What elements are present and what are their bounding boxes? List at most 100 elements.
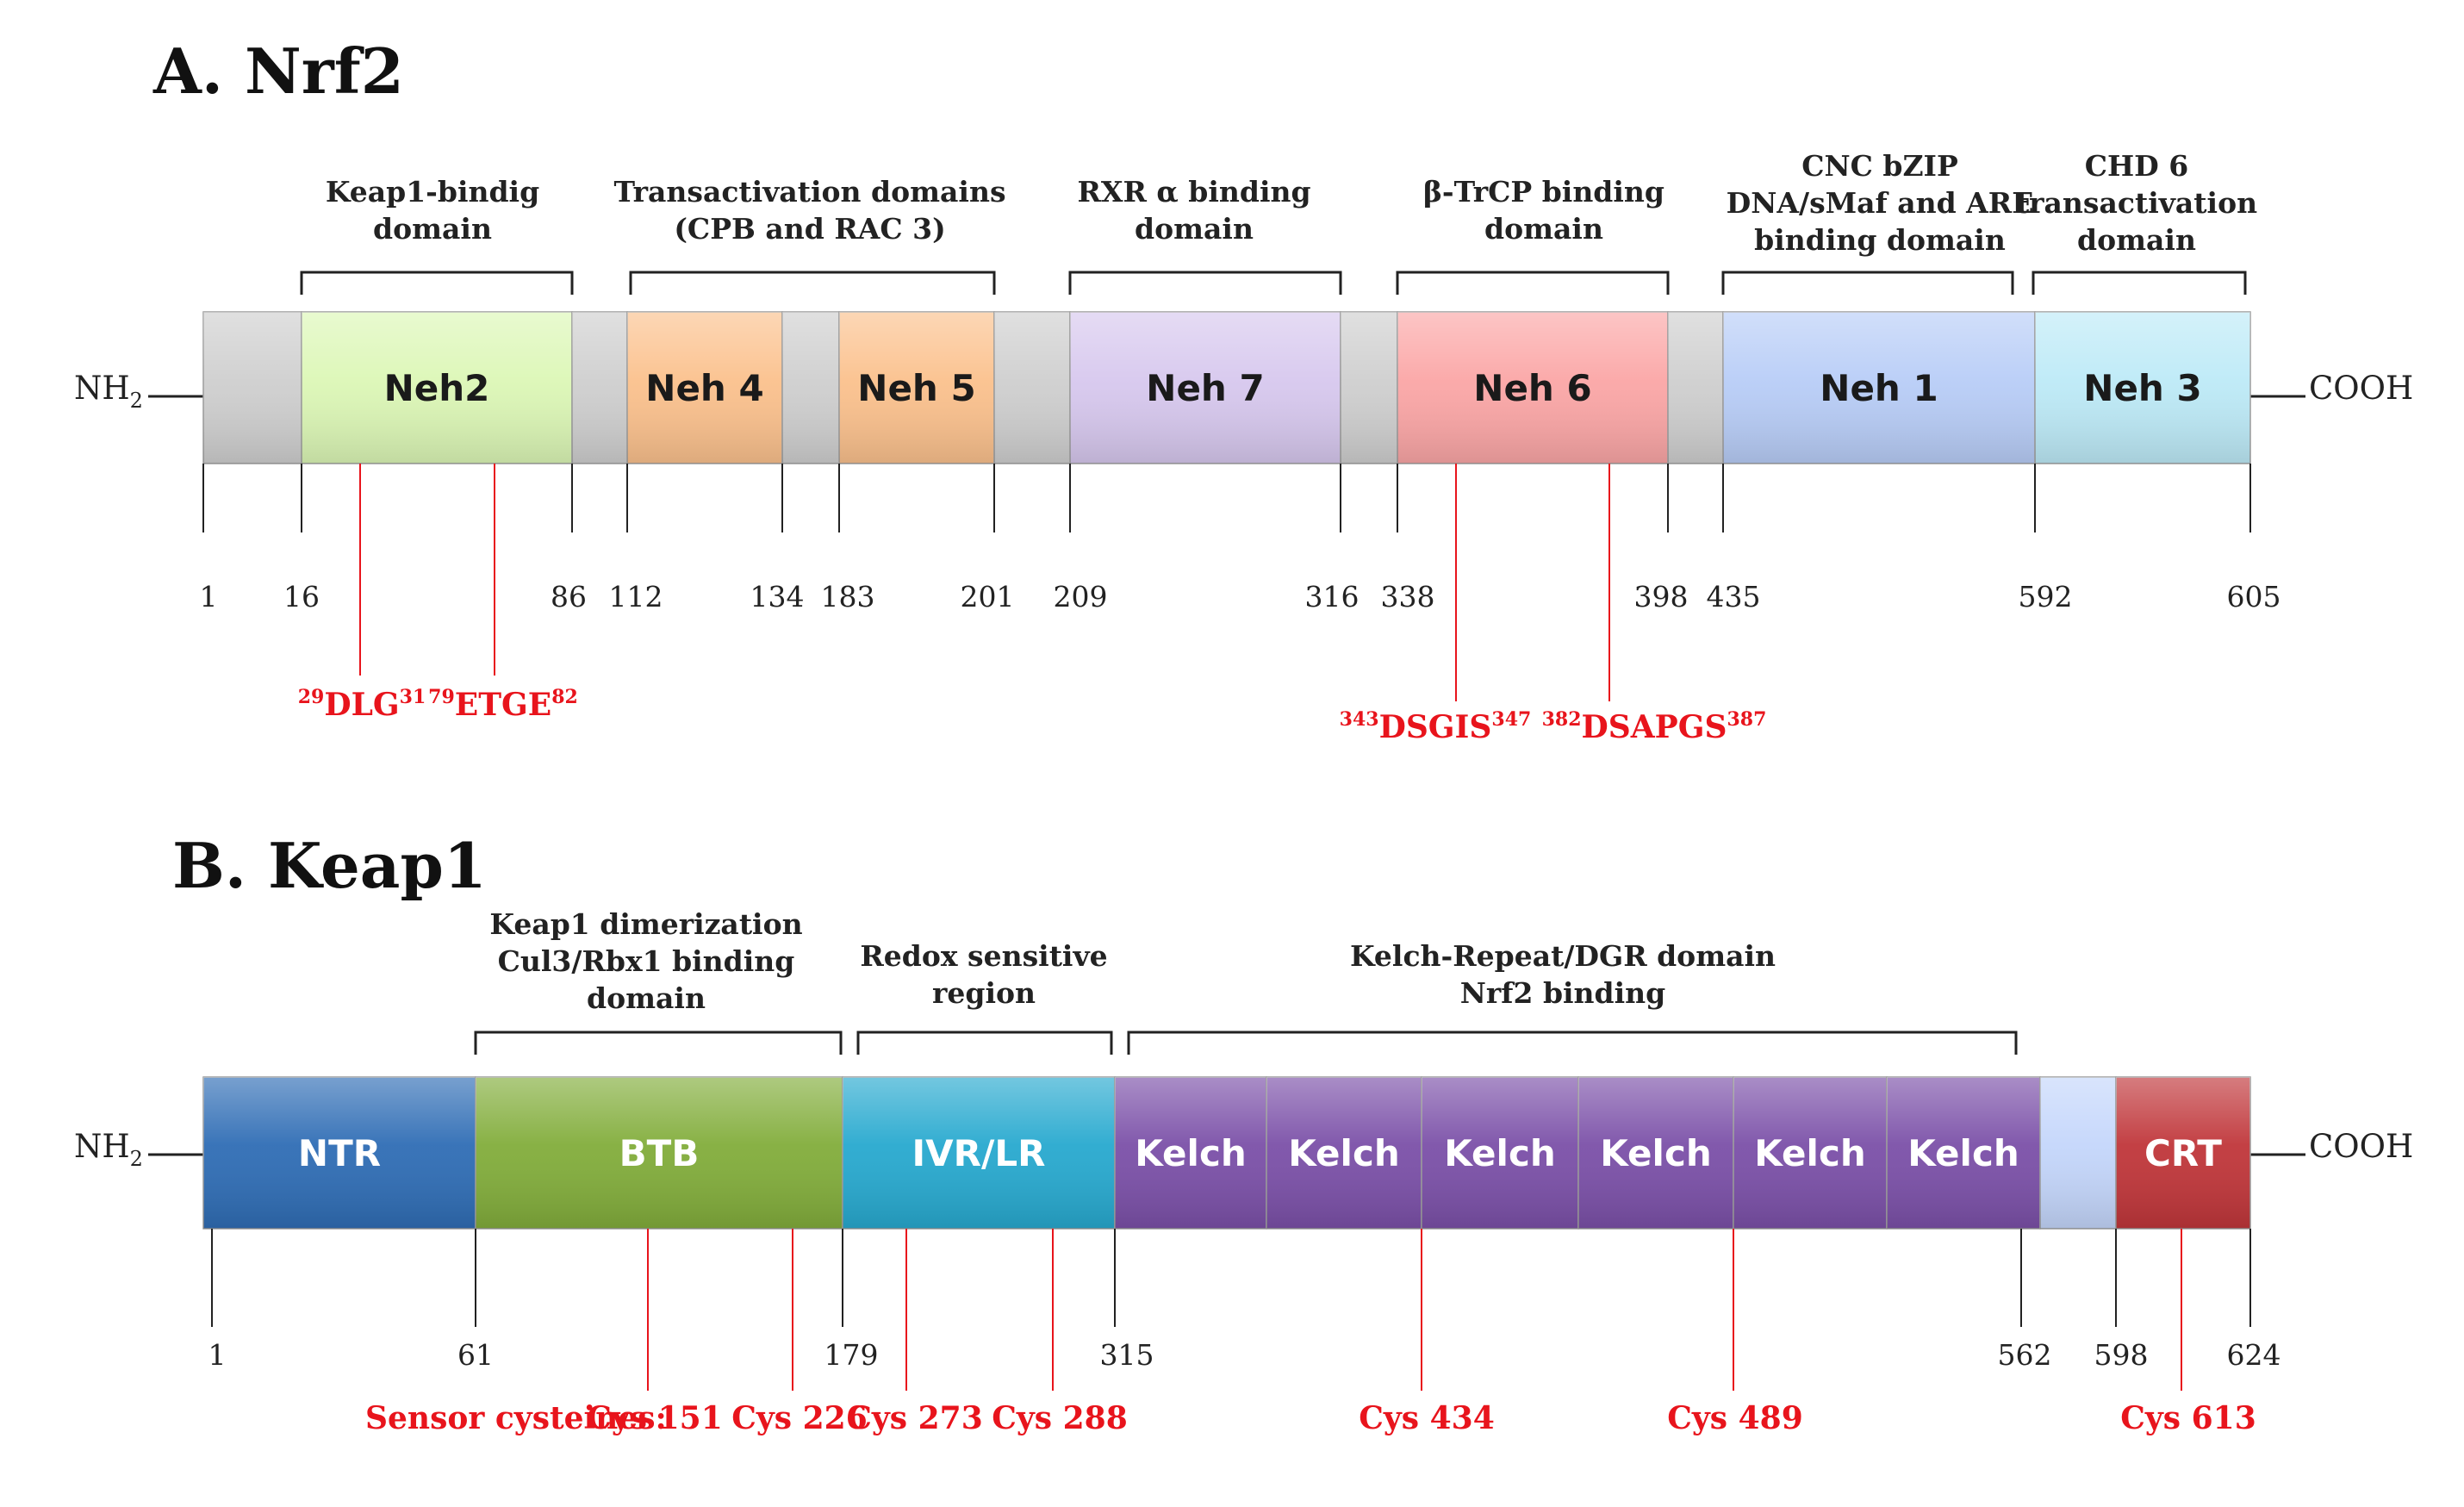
keap1-segment-kelch: Kelch	[1266, 1076, 1422, 1230]
nrf2-domain-label-line: CHD 6	[2085, 149, 2189, 183]
keap1-segment-label: Kelch	[1754, 1132, 1866, 1174]
keap1-cysteine-label: Cys 151	[587, 1400, 723, 1436]
keap1-tick-label: 61	[457, 1338, 494, 1372]
nrf2-bracket	[1068, 271, 1342, 295]
nrf2-segment-neh-1: Neh 1	[1722, 311, 2036, 464]
nrf2-segment-shade	[839, 312, 994, 464]
keap1-segment-shade	[476, 1077, 843, 1229]
nrf2-motif-end: 387	[1727, 708, 1766, 731]
nrf2-segment-neh-3: Neh 3	[2034, 311, 2251, 464]
keap1-segment-shade	[843, 1077, 1115, 1229]
keap1-segment-ivr-lr: IVR/LR	[842, 1076, 1116, 1230]
nrf2-segment-neh-6: Neh 6	[1397, 311, 1669, 464]
nrf2-tick-label: 209	[1054, 580, 1108, 613]
nrf2-bracket	[300, 271, 574, 295]
nrf2-title: A. Nrf2	[152, 34, 404, 108]
nrf2-tick-label: 316	[1305, 580, 1360, 613]
keap1-segment-shade	[1422, 1077, 1578, 1229]
nrf2-domain-label-line: β-TrCP binding	[1423, 175, 1664, 209]
nrf2-tick-label: 592	[2019, 580, 2073, 613]
keap1-tick-label: 624	[2227, 1338, 2281, 1372]
keap1-segment-shade	[1887, 1077, 2040, 1229]
keap1-segment-shade	[1115, 1077, 1266, 1229]
nrf2-segment-label: Neh 1	[1820, 367, 1938, 409]
keap1-domain-label-line: Redox sensitive	[860, 939, 1107, 973]
keap1-segment-label: NTR	[298, 1132, 381, 1174]
nrf2-tick-label: 435	[1707, 580, 1761, 613]
nrf2-segment-shade	[302, 312, 572, 464]
nrf2-bracket	[1721, 271, 2014, 295]
nrf2-domain-brackets	[300, 271, 2247, 295]
nrf2-domain-label-line: domain	[1484, 212, 1603, 246]
nrf2-c-terminus: COOH	[2309, 370, 2413, 407]
keap1-segment-btb: BTB	[475, 1076, 843, 1230]
nrf2-tick-label: 183	[821, 580, 875, 613]
keap1-segment-label: Kelch	[1288, 1132, 1400, 1174]
keap1-domain-label-line: Kelch-Repeat/DGR domain	[1350, 939, 1776, 973]
nrf2-segment-label: Neh 5	[857, 367, 975, 409]
keap1-segment-label: CRT	[2144, 1132, 2222, 1174]
nrf2-segment-shade	[1668, 312, 1723, 464]
nrf2-segment-shade	[2035, 312, 2250, 464]
nrf2-motif-start: 382	[1542, 708, 1582, 731]
nrf2-domain-label-line: transactivation	[2016, 186, 2257, 220]
nrf2-segment-linker	[993, 311, 1071, 464]
nrf2-domain-label-line: Transactivation domains	[613, 175, 1005, 209]
keap1-title: B. Keap1	[172, 829, 487, 902]
nrf2-domain-label-line: DNA/sMaf and ARE	[1727, 186, 2034, 220]
nrf2-tick-label: 398	[1634, 580, 1689, 613]
keap1-segment-crt: CRT	[2115, 1076, 2251, 1230]
keap1-segment-kelch: Kelch	[1114, 1076, 1267, 1230]
keap1-segment-label: Kelch	[1600, 1132, 1712, 1174]
keap1-domain-label-line: Keap1 dimerization	[489, 907, 802, 941]
nrf2-domain-label-line: (CPB and RAC 3)	[674, 212, 945, 246]
nrf2-bracket	[1396, 271, 1670, 295]
nrf2-domain-label-line: RXR α binding	[1077, 175, 1310, 209]
nrf2-n-terminus: NH2	[74, 370, 143, 413]
nrf2-segment-linker	[202, 311, 302, 464]
nrf2-motif-label: 79ETGE82	[428, 686, 578, 723]
nrf2-segment-linker	[571, 311, 628, 464]
nrf2-tick-label: 338	[1381, 580, 1435, 613]
keap1-segment-shade	[1733, 1077, 1887, 1229]
nrf2-motif-seq: DSAPGS	[1582, 709, 1727, 745]
nrf2-bracket	[629, 271, 996, 295]
nrf2-motif-start: 343	[1340, 708, 1379, 731]
keap1-segment-label: Kelch	[1135, 1132, 1247, 1174]
nrf2-segment-shade	[1397, 312, 1668, 464]
nrf2-tick-label: 86	[551, 580, 587, 613]
nrf2-segment-label: Neh2	[384, 367, 490, 409]
nrf2-panel: A. Nrf2 Keap1-bindigdomainTransactivatio…	[74, 34, 2413, 745]
keap1-cysteine-label: Cys 226	[731, 1400, 868, 1436]
keap1-segment-label: BTB	[619, 1132, 700, 1174]
keap1-segment-label: Kelch	[1444, 1132, 1556, 1174]
keap1-domain-label-line: Nrf2 binding	[1460, 976, 1665, 1010]
keap1-tick-label: 179	[824, 1338, 879, 1372]
nrf2-segment-label: Neh 6	[1473, 367, 1591, 409]
nrf2-segment-shade	[782, 312, 839, 464]
keap1-domain-label-line: Cul3/Rbx1 binding	[498, 944, 795, 978]
keap1-segment-shade	[2040, 1077, 2116, 1229]
keap1-n-terminus: NH2	[74, 1128, 143, 1171]
nrf2-segment-linker	[781, 311, 840, 464]
keap1-bracket	[856, 1031, 1113, 1055]
nrf2-motif-label: 29DLG31	[298, 686, 426, 723]
nrf2-segment-shade	[994, 312, 1070, 464]
keap1-segment-kelch: Kelch	[1577, 1076, 1734, 1230]
nrf2-domain-label-line: CNC bZIP	[1801, 149, 1958, 183]
keap1-segment-linker	[2039, 1076, 2117, 1230]
nrf2-segment-shade	[1341, 312, 1397, 464]
nrf2-tick-label: 1	[200, 580, 218, 613]
keap1-segment-shade	[2116, 1077, 2250, 1229]
keap1-cysteine-label: Cys 434	[1359, 1400, 1495, 1436]
nrf2-segment-shade	[627, 312, 782, 464]
nrf2-segment-linker	[1667, 311, 1724, 464]
